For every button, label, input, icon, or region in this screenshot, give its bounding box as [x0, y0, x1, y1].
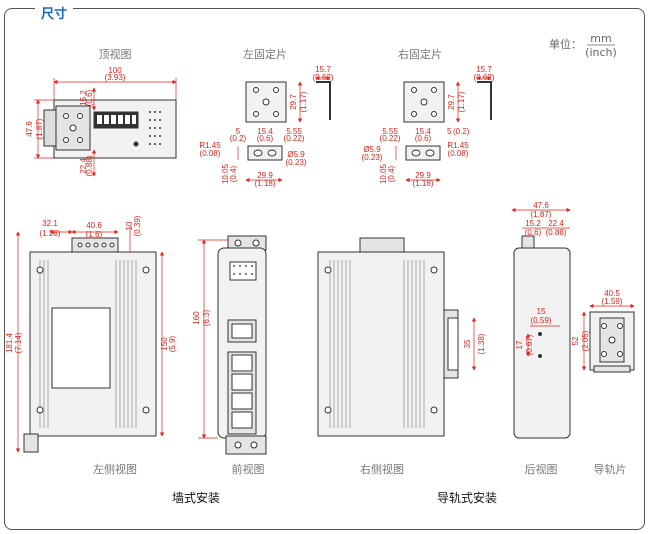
dim-rear-47-6-inch: (1.87) [531, 210, 552, 219]
dim-rb-29-9-inch: (1.18) [413, 179, 434, 188]
dim-rb-phi-inch: (0.23) [362, 153, 383, 162]
dim-lb-15-7: 15.7 [315, 65, 331, 74]
dim-top-width: 100 [108, 66, 122, 75]
dim-rear-17-inch: (0.67) [525, 334, 534, 355]
dim-front-160-inch: (6.3) [202, 309, 211, 326]
din-mount-title: 导轨式安装 [437, 490, 497, 505]
rear-view-title: 后视图 [525, 462, 558, 476]
dim-rs-35-inch: (1.38) [477, 333, 486, 354]
dim-rb-15-7-inch: (0.62) [474, 73, 495, 82]
dim-rear-15-2: 15.2 [525, 219, 541, 228]
dim-rb-15-7: 15.7 [476, 65, 492, 74]
dim-top-depth: 47.6 [25, 121, 34, 137]
dim-top-a-inch: (0.6) [85, 89, 94, 106]
dim-lb-phi-inch: (0.23) [286, 158, 307, 167]
dimensions-frame: 尺寸 [4, 8, 645, 530]
dim-rb-15-4-inch: (0.6) [415, 134, 432, 143]
right-side-title: 右侧视图 [360, 462, 404, 476]
right-side-view [317, 237, 459, 437]
right-bracket [403, 81, 492, 161]
section-header: 尺寸 [35, 8, 74, 22]
dim-ls-181-inch: (7.14) [14, 332, 23, 353]
unit-inch: (inch) [585, 46, 617, 59]
dim-rb-phi: Ø5.9 [363, 145, 381, 154]
front-view-title: 前视图 [232, 462, 265, 476]
dim-lb-10: 10.05 [221, 163, 230, 184]
dim-ls-181: 181.4 [5, 332, 14, 353]
dim-lb-5-55-inch: (0.22) [284, 134, 305, 143]
front-view [217, 235, 267, 455]
dim-rb-5: 5 [447, 127, 452, 136]
dim-lb-phi: Ø5.9 [287, 150, 305, 159]
right-bracket-title: 右固定片 [398, 47, 442, 61]
dim-lb-29-9: 29.9 [257, 171, 273, 180]
dim-ls-150-inch: (5.9) [168, 335, 177, 352]
dim-ls-10: 10 [125, 221, 134, 230]
dim-rb-5-inch: (0.2) [453, 127, 470, 136]
dim-rear-47-6: 47.6 [533, 201, 549, 210]
dim-rb-10: 10.05 [379, 163, 388, 184]
din-clip-title: 导轨片 [594, 462, 627, 476]
dim-ls-150: 150 [160, 337, 169, 351]
dim-rb-29-9: 29.9 [415, 171, 431, 180]
dim-top-a: 15.2 [79, 90, 88, 106]
dim-ls-40-6: 40.6 [86, 221, 102, 230]
dim-lb-5: 5 [236, 127, 241, 136]
dim-din-52: 52 [571, 336, 580, 345]
dim-rear-15-2-inch: (0.6) [525, 228, 542, 237]
dim-lb-29-7: 29.7 [289, 94, 298, 110]
dim-rear-22-4-inch: (0.88) [546, 228, 567, 237]
dim-top-width-inch: (3.93) [105, 73, 126, 82]
left-side-view [23, 237, 157, 453]
dim-rb-5-55: 5.55 [382, 127, 398, 136]
unit-label: 单位： [549, 37, 582, 51]
dim-rear-22-4: 22.4 [548, 219, 564, 228]
dim-rb-r-inch: (0.08) [448, 149, 469, 158]
left-bracket-title: 左固定片 [243, 47, 287, 61]
wall-mount-title: 墙式安装 [172, 490, 220, 505]
dim-lb-r: R1.45 [199, 141, 221, 150]
dim-rs-35: 35 [463, 339, 472, 348]
dim-ls-40-6-inch: (1.6) [86, 230, 103, 239]
dim-lb-5-55: 5.55 [286, 127, 302, 136]
dim-rear-17: 17 [515, 340, 524, 349]
dim-ls-32-1: 32.1 [42, 219, 58, 228]
dim-lb-15-7-inch: (0.62) [313, 73, 334, 82]
dim-rear-15: 15 [537, 307, 546, 316]
dim-lb-29-9-inch: (1.18) [255, 179, 276, 188]
dim-front-160: 160 [192, 311, 201, 325]
left-side-title: 左侧视图 [93, 462, 137, 476]
dim-rear-15-inch: (0.59) [531, 316, 552, 325]
dim-lb-5-inch: (0.2) [230, 134, 247, 143]
dim-lb-10-inch: (0.4) [229, 165, 238, 182]
dim-top-b-inch: (0.88) [85, 155, 94, 176]
dim-rb-15-4: 15.4 [415, 127, 431, 136]
dim-lb-29-7-inch: (1.17) [299, 91, 308, 112]
dim-lb-r-inch: (0.08) [200, 149, 221, 158]
dim-rb-29-7-inch: (1.17) [457, 91, 466, 112]
dim-din-40-5-inch: (1.59) [602, 297, 623, 306]
dim-top-b: 22.4 [79, 158, 88, 174]
dim-din-52-inch: (2.05) [581, 330, 590, 351]
dim-rb-5-55-inch: (0.22) [380, 134, 401, 143]
dim-ls-32-1-inch: (1.26) [40, 229, 61, 238]
dim-rb-r: R1.45 [447, 141, 469, 150]
top-view [43, 99, 177, 159]
top-view-title: 顶视图 [99, 47, 132, 61]
dim-rb-10-inch: (0.4) [387, 165, 396, 182]
din-clip [589, 311, 635, 373]
dim-top-depth-inch: (1.87) [35, 118, 44, 139]
dim-din-40-5: 40.5 [604, 289, 620, 298]
rear-view [513, 235, 571, 439]
dim-lb-15-4: 15.4 [257, 127, 273, 136]
dim-ls-10-inch: (0.39) [133, 215, 142, 236]
dim-rb-29-7: 29.7 [447, 94, 456, 110]
left-bracket [245, 81, 331, 161]
dim-lb-15-4-inch: (0.6) [257, 134, 274, 143]
unit-mm: mm [590, 32, 611, 45]
